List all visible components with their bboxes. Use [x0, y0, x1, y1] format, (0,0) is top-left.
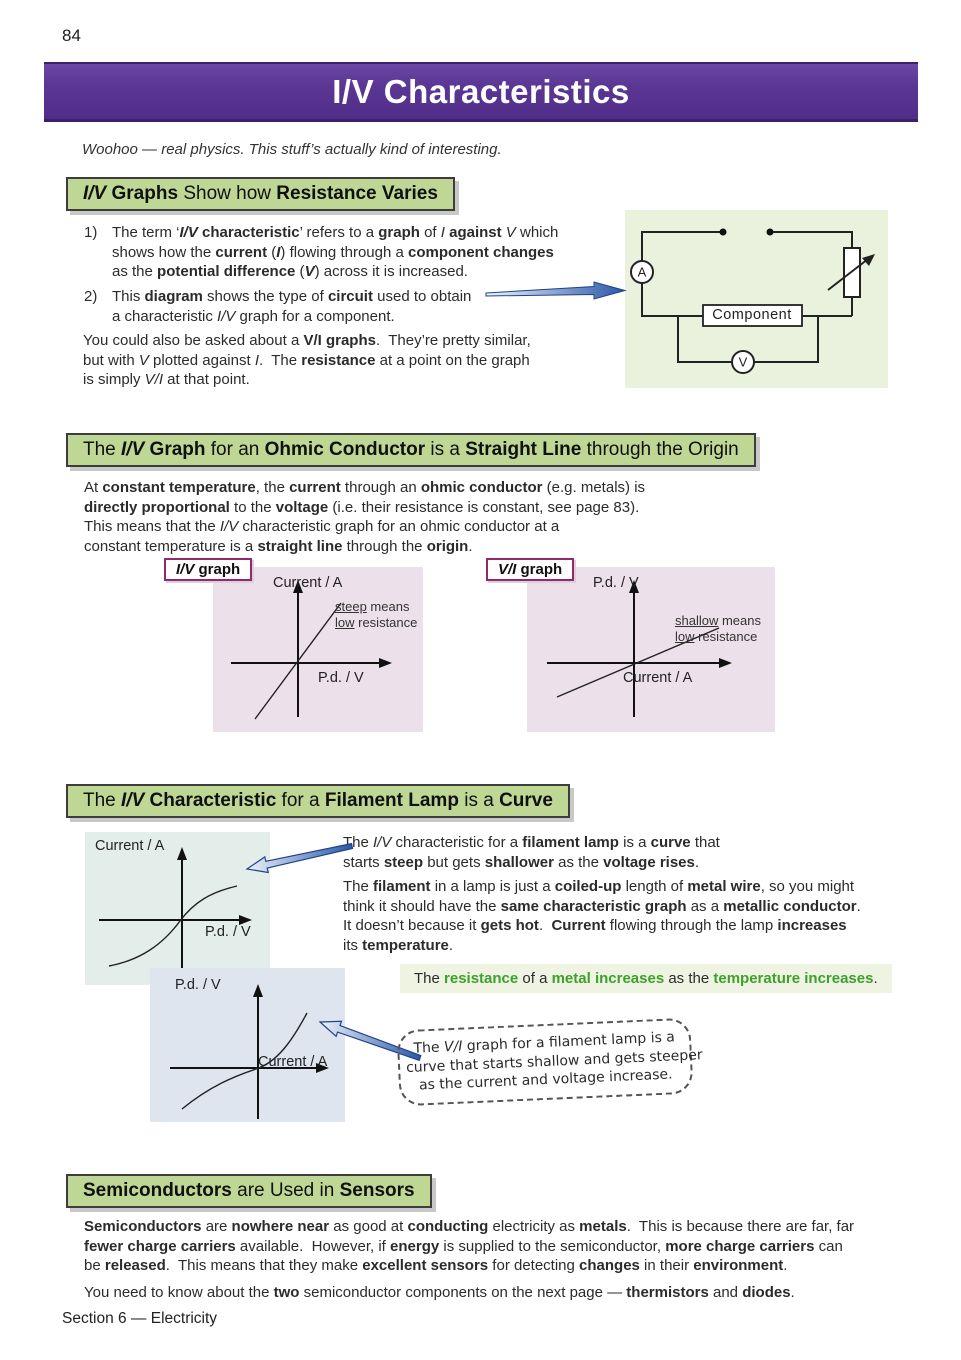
lamp-iv-xlabel: P.d. / V: [205, 924, 251, 940]
heading-semiconductors: Semiconductors are Used in Sensors: [66, 1174, 432, 1208]
page-title: I/V Characteristics: [332, 73, 630, 110]
pointer-arrow-to-circuit: [485, 281, 627, 300]
component-label: Component: [712, 307, 792, 323]
heading-ohmic-conductor: The I/V Graph for an Ohmic Conductor is …: [66, 433, 756, 467]
lamp-vi-curve: [181, 1012, 308, 1110]
list-item-2: This diagram shows the type of circuit u…: [112, 288, 472, 325]
heading-iv-graphs: I/V Graphs Show how Resistance Varies: [66, 177, 455, 211]
steep-line: [254, 602, 342, 720]
resistance-highlight: The resistance of a metal increases as t…: [400, 964, 892, 993]
handwritten-note: The V/I graph for a filament lamp is a c…: [396, 1017, 703, 1106]
circuit-diagram: A V Component: [625, 210, 888, 388]
vi-graph-tag: V/I graph: [486, 558, 575, 581]
terminal-dot: [719, 228, 727, 236]
subtitle: Woohoo — real physics. This stuff’s actu…: [82, 141, 502, 158]
iv-graph-tag: I/V graph: [164, 558, 253, 581]
component-box: [702, 304, 803, 327]
vi-ohmic-xlabel: Current / A: [623, 670, 693, 686]
list-number-2: 2): [84, 288, 98, 305]
lamp-iv-curve: [108, 885, 238, 967]
vi-graphs-paragraph: You could also be asked about a V/I grap…: [83, 332, 531, 388]
vi-ohmic-graph: P.d. / V shallow means low resistance Cu…: [527, 567, 775, 732]
resistor-arrowhead: [862, 254, 875, 266]
semiconductors-paragraph: Semiconductors are nowhere near as good …: [84, 1218, 855, 1274]
list-item-1: The term ‘I/V characteristic’ refers to …: [112, 224, 559, 280]
ammeter-symbol: [630, 260, 654, 284]
pointer-arrow-to-iv-curve: [245, 842, 354, 874]
section-footer: Section 6 — Electricity: [62, 1310, 218, 1327]
filament-paragraph-2: The filament in a lamp is just a coiled-…: [343, 878, 861, 954]
voltmeter-label: V: [738, 354, 748, 370]
steep-note: steep means low resistance: [335, 599, 418, 630]
lamp-iv-ylabel: Current / A: [95, 838, 165, 854]
heading-filament-lamp: The I/V Characteristic for a Filament La…: [66, 784, 570, 818]
iv-ohmic-graph: Current / A steep means low resistance P…: [213, 567, 423, 732]
lamp-vi-ylabel: P.d. / V: [175, 977, 221, 993]
title-banner: I/V Characteristics: [44, 62, 918, 122]
pointer-arrow-to-vi-curve: [318, 1020, 422, 1062]
circuit-wires: [630, 228, 875, 374]
lamp-vi-axes: [170, 984, 329, 1119]
lamp-iv-axes: [99, 847, 252, 982]
filament-paragraph-1: The I/V characteristic for a filament la…: [343, 834, 720, 871]
shallow-note: shallow means low resistance: [675, 613, 761, 644]
semiconductors-paragraph-2: You need to know about the two semicondu…: [84, 1284, 795, 1301]
ammeter-label: A: [637, 264, 647, 280]
terminal-dot: [766, 228, 774, 236]
iv-ohmic-axes: [231, 580, 392, 720]
vi-ohmic-ylabel: P.d. / V: [593, 575, 639, 591]
lamp-iv-graph: Current / A P.d. / V: [85, 832, 270, 985]
iv-ohmic-ylabel: Current / A: [273, 575, 343, 591]
vi-ohmic-axes: [547, 580, 732, 717]
voltmeter-symbol: [731, 350, 755, 374]
lamp-vi-xlabel: Current / A: [258, 1054, 328, 1070]
shallow-line: [556, 627, 720, 698]
iv-ohmic-xlabel: P.d. / V: [318, 670, 364, 686]
page-number: 84: [62, 26, 81, 45]
lamp-vi-graph: P.d. / V Current / A: [150, 968, 345, 1122]
ohmic-paragraph: At constant temperature, the current thr…: [84, 479, 646, 555]
list-number-1: 1): [84, 224, 98, 241]
